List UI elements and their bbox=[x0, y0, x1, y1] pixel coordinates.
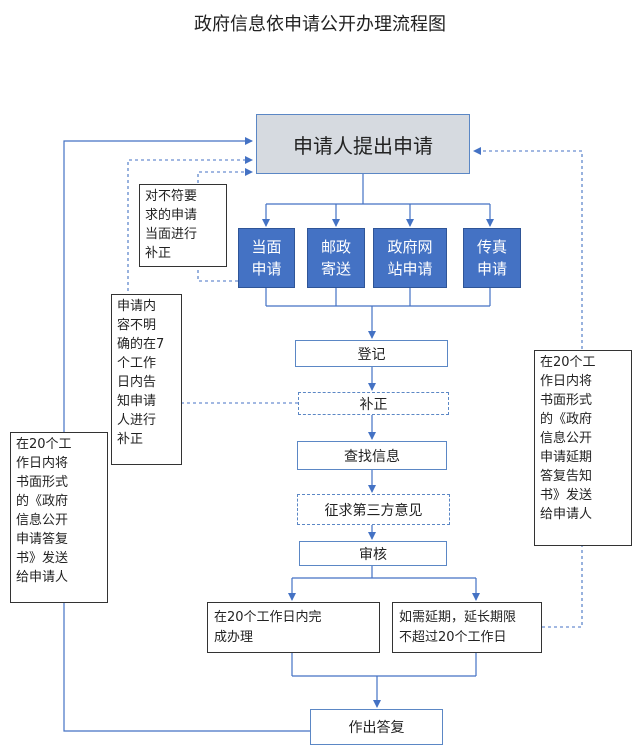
node-reply: 作出答复 bbox=[310, 709, 443, 745]
node-channel-postal: 邮政 寄送 bbox=[307, 228, 365, 288]
node-third-party-opinion: 征求第三方意见 bbox=[297, 494, 450, 525]
node-channel-website: 政府网 站申请 bbox=[373, 228, 447, 288]
note-unclear-content: 申请内 容不明 确的在7 个工作 日内告 知申请 人进行 补正 bbox=[111, 294, 182, 465]
node-extension: 如需延期，延长期限 不超过20个工作日 bbox=[392, 602, 542, 653]
node-channel-fax: 传真 申请 bbox=[463, 228, 521, 288]
node-supplement: 补正 bbox=[298, 392, 449, 415]
page-title: 政府信息依申请公开办理流程图 bbox=[194, 14, 446, 35]
feedback-unclear-content bbox=[127, 156, 298, 404]
note-face-correction: 对不符要 求的申请 当面进行 补正 bbox=[139, 184, 227, 267]
note-reply-notice: 在20个工 作日内将 书面形式 的《政府 信息公开 申请答复 书》发送 给申请人 bbox=[10, 432, 108, 603]
node-review: 审核 bbox=[299, 541, 447, 566]
node-register: 登记 bbox=[295, 340, 448, 367]
feedback-face-correction bbox=[197, 168, 253, 282]
node-search-info: 查找信息 bbox=[297, 441, 447, 470]
note-extension-notice: 在20个工 作日内将 书面形式 的《政府 信息公开 申请延期 答复告知 书》发送… bbox=[534, 350, 632, 546]
node-complete-within-20-days: 在20个工作日内完 成办理 bbox=[207, 602, 380, 653]
node-channel-in-person: 当面 申请 bbox=[238, 228, 295, 288]
node-applicant-submits: 申请人提出申请 bbox=[256, 114, 470, 174]
